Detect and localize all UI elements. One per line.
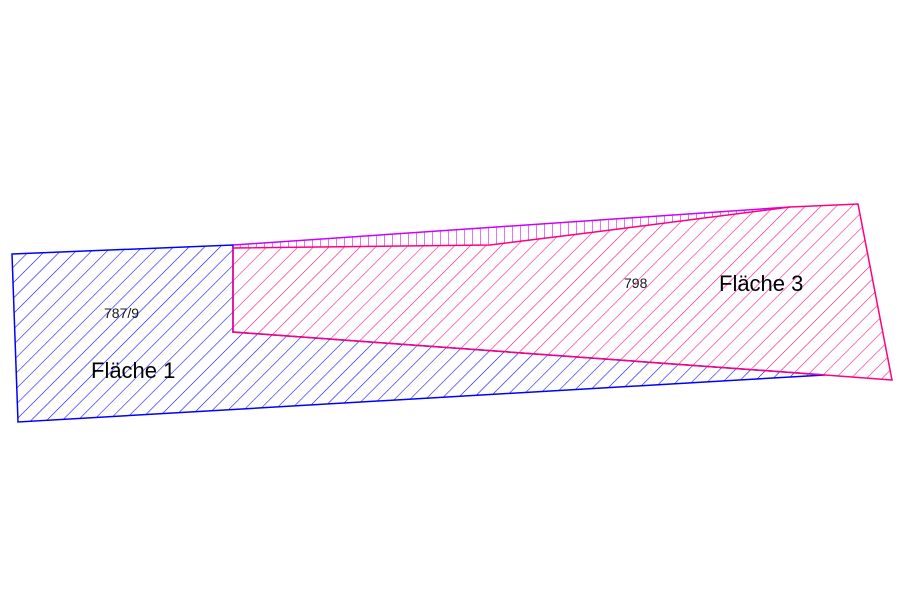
strip-outline [232, 206, 791, 246]
area-1-parcel-number: 787/9 [104, 305, 139, 321]
strip-area [232, 206, 791, 248]
area-3-hatch [233, 204, 892, 380]
area-3-label: Fläche 3 [719, 271, 803, 296]
area-3-parcel [232, 203, 893, 381]
area-3-outline [232, 203, 893, 381]
area-1-label: Fläche 1 [91, 358, 175, 383]
area-3-parcel-number: 798 [624, 275, 648, 291]
area-1-hatch [12, 245, 825, 422]
